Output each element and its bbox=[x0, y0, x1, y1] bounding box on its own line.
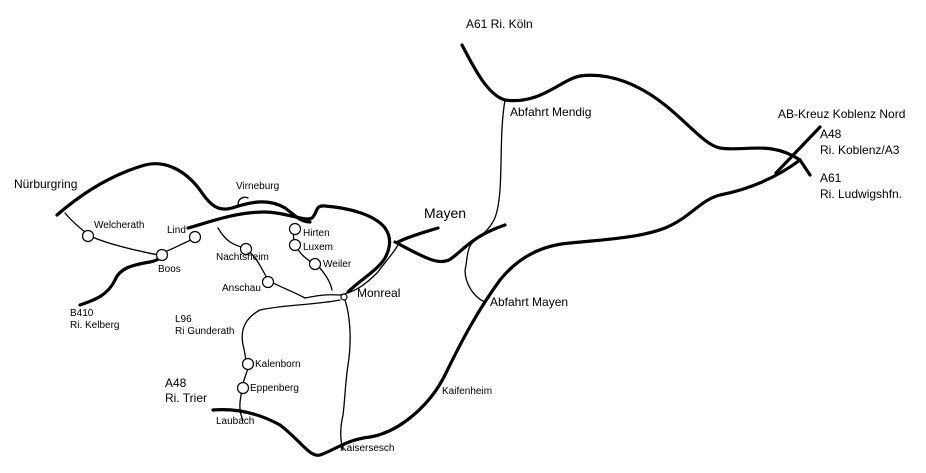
label-b410-2: Ri. Kelberg bbox=[70, 320, 119, 331]
label-weiler: Weiler bbox=[323, 259, 352, 270]
label-a48-trier-1: A48 bbox=[165, 376, 187, 390]
mendig-road bbox=[464, 99, 506, 303]
label-l96-2: Ri Gunderath bbox=[175, 326, 234, 337]
label-a48-trier-2: Ri. Trier bbox=[165, 391, 207, 405]
a48-koblenz-spur bbox=[774, 125, 822, 175]
label-luxem: Luxem bbox=[303, 242, 333, 253]
town-welcherath-circle bbox=[81, 229, 95, 243]
label-a61-koeln: A61 Ri. Köln bbox=[466, 17, 533, 31]
a61-north-road bbox=[460, 43, 812, 177]
label-lind: Lind bbox=[167, 225, 186, 236]
label-anschau: Anschau bbox=[222, 283, 261, 294]
label-nachtsheim: Nachtsheim bbox=[216, 252, 269, 263]
monreal-link bbox=[304, 244, 399, 299]
label-monreal: Monreal bbox=[357, 286, 400, 300]
label-virneburg: Virneburg bbox=[236, 181, 279, 192]
label-a48-koblenz-1: A48 bbox=[820, 127, 842, 141]
label-a61-ludwig-1: A61 bbox=[820, 171, 842, 185]
label-mayen: Mayen bbox=[424, 205, 466, 221]
town-eppenberg-circle bbox=[236, 381, 250, 395]
town-monreal-marker bbox=[340, 293, 348, 301]
mayen-road bbox=[393, 223, 507, 264]
label-eppenberg: Eppenberg bbox=[250, 383, 299, 394]
label-boos: Boos bbox=[158, 264, 181, 275]
kaisersesch-road bbox=[340, 299, 351, 451]
label-a61-ludwig-2: Ri. Ludwigshfn. bbox=[820, 187, 902, 201]
label-b410-1: B410 bbox=[70, 308, 94, 319]
town-anschau-circle bbox=[261, 275, 275, 289]
town-kalenborn-circle bbox=[241, 357, 255, 371]
mayen-east-road bbox=[396, 226, 440, 244]
label-a48-koblenz-2: Ri. Koblenz/A3 bbox=[820, 143, 900, 157]
label-abfahrt-mendig: Abfahrt Mendig bbox=[510, 105, 591, 119]
a48-main-road bbox=[211, 158, 802, 457]
town-boos-circle bbox=[155, 248, 169, 262]
town-lind-circle bbox=[188, 230, 202, 244]
nachtsheim-road bbox=[217, 227, 306, 299]
label-abfahrt-mayen: Abfahrt Mayen bbox=[490, 295, 568, 309]
town-luxem-circle bbox=[288, 238, 302, 252]
label-kaisersesch: Kaisersesch bbox=[340, 443, 394, 454]
label-welcherath: Welcherath bbox=[94, 220, 144, 231]
virneburg-hook bbox=[237, 196, 249, 206]
label-nuerburgring: Nürburgring bbox=[14, 177, 77, 191]
nuerburgring-virneburg-road bbox=[55, 162, 312, 224]
town-hirten-circle bbox=[288, 222, 302, 236]
town-weiler-circle bbox=[308, 257, 322, 271]
label-kalenborn: Kalenborn bbox=[255, 359, 301, 370]
label-ab-kreuz: AB-Kreuz Koblenz Nord bbox=[778, 107, 905, 121]
label-kaifenheim: Kaifenheim bbox=[442, 386, 492, 397]
lind-mayen-road bbox=[186, 204, 392, 294]
b410-road bbox=[78, 250, 167, 307]
label-laubach: Laubach bbox=[216, 416, 254, 427]
label-hirten: Hirten bbox=[303, 228, 330, 239]
hirten-luxem-road bbox=[292, 227, 333, 291]
label-l96-1: L96 bbox=[175, 314, 192, 325]
welcherath-road bbox=[64, 212, 196, 256]
town-nachtsheim-circle bbox=[239, 242, 253, 256]
